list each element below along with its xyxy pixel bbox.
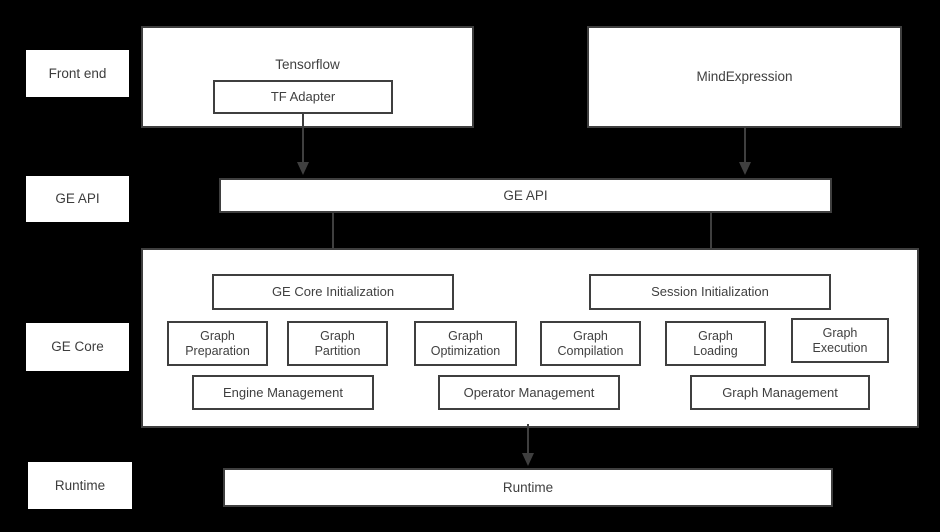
engine-management-label: Engine Management <box>223 384 343 400</box>
graph-management-box[interactable]: Graph Management <box>690 375 870 410</box>
layer-label-ge-core-text: GE Core <box>51 339 104 355</box>
graph-management-label: Graph Management <box>722 384 838 400</box>
runtime-bar-label: Runtime <box>502 479 554 495</box>
ge-core-initialization-box[interactable]: GE Core Initialization <box>212 274 454 310</box>
ge-api-bar-label: GE API <box>503 187 548 203</box>
ge-core-initialization-label: GE Core Initialization <box>271 284 395 300</box>
graph-preparation-label: Graph Preparation <box>185 328 250 358</box>
connector-tf-adapter-to-ge-api-line <box>302 113 304 164</box>
mindexpression-box[interactable]: MindExpression <box>587 26 902 128</box>
connector-ge-core-to-runtime-arrowhead <box>522 453 534 466</box>
operator-management-box[interactable]: Operator Management <box>438 375 620 410</box>
connector-ge-api-to-ge-core-init-line <box>332 213 334 260</box>
graph-loading-box[interactable]: Graph Loading <box>665 321 766 366</box>
graph-partition-box[interactable]: Graph Partition <box>287 321 388 366</box>
connector-ge-api-to-session-init-line <box>710 213 712 260</box>
connector-mindexpression-to-ge-api-line <box>744 128 746 164</box>
layer-label-ge-api: GE API <box>26 176 129 222</box>
layer-label-front-end: Front end <box>26 50 129 97</box>
connector-ge-core-to-runtime-line <box>527 424 529 455</box>
engine-management-box[interactable]: Engine Management <box>192 375 374 410</box>
graph-partition-label: Graph Partition <box>314 328 361 358</box>
session-initialization-label: Session Initialization <box>651 284 769 300</box>
tf-adapter-label: TF Adapter <box>270 89 336 105</box>
graph-optimization-label: Graph Optimization <box>430 328 501 358</box>
operator-management-label: Operator Management <box>463 384 595 400</box>
connector-mindexpression-to-ge-api-arrowhead <box>739 162 751 175</box>
tf-adapter-box[interactable]: TF Adapter <box>213 80 393 114</box>
mindexpression-label: MindExpression <box>696 69 793 85</box>
layer-label-ge-core: GE Core <box>26 323 129 371</box>
graph-compilation-label: Graph Compilation <box>557 328 624 358</box>
ge-api-bar[interactable]: GE API <box>219 178 832 213</box>
tensorflow-label: Tensorflow <box>275 57 340 72</box>
graph-compilation-box[interactable]: Graph Compilation <box>540 321 641 366</box>
runtime-bar[interactable]: Runtime <box>223 468 833 507</box>
connector-tf-adapter-to-ge-api-arrowhead <box>297 162 309 175</box>
graph-preparation-box[interactable]: Graph Preparation <box>167 321 268 366</box>
graph-execution-box[interactable]: Graph Execution <box>791 318 889 363</box>
layer-label-runtime: Runtime <box>28 462 132 509</box>
graph-execution-label: Graph Execution <box>812 325 868 355</box>
session-initialization-box[interactable]: Session Initialization <box>589 274 831 310</box>
layer-label-ge-api-text: GE API <box>55 191 100 207</box>
graph-loading-label: Graph Loading <box>693 328 738 358</box>
graph-optimization-box[interactable]: Graph Optimization <box>414 321 517 366</box>
layer-label-runtime-text: Runtime <box>54 477 106 493</box>
layer-label-front-end-text: Front end <box>48 65 107 81</box>
